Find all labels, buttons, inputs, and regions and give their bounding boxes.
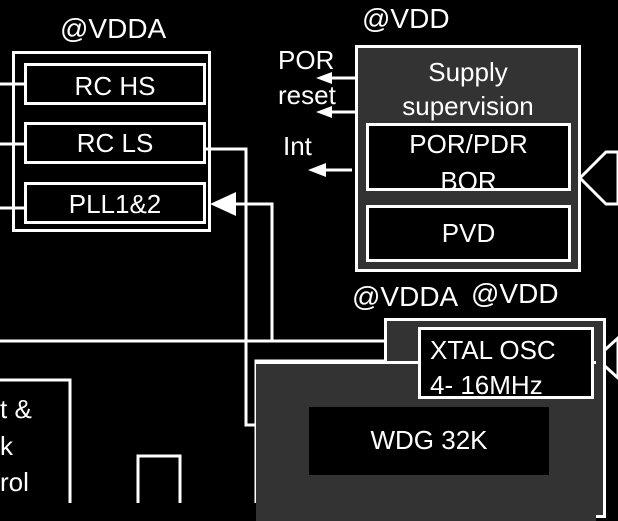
supply-input-arrow: [577, 150, 618, 206]
xtal-input-arrow: [593, 335, 618, 381]
rc-ls-label: RC LS: [76, 128, 154, 158]
left-box-outline: [0, 378, 72, 503]
rc-hs-box: RC HS: [24, 63, 206, 105]
vdda-mid-label: @VDDA: [352, 281, 459, 312]
pll-input-line: [234, 202, 274, 340]
por-arrowhead: [316, 72, 332, 84]
xtal-osc-box: XTAL OSC 4- 16MHz: [418, 327, 594, 399]
oscillator-group: [12, 51, 211, 232]
left-fragment-1: t &: [0, 394, 32, 424]
pvd-label: PVD: [441, 218, 496, 248]
reset-arrowhead: [316, 106, 332, 118]
small-box-outline: [136, 454, 182, 503]
wdg-box: WDG 32K: [309, 407, 549, 475]
xtal-label-line1: XTAL OSC: [430, 335, 556, 365]
xtal-label-line2: 4- 16MHz: [430, 370, 543, 400]
left-fragment-2: k: [0, 431, 13, 461]
rc-hs-label: RC HS: [74, 71, 156, 101]
left-fragment-3: rol: [0, 467, 29, 497]
vdda-top-label: @VDDA: [60, 13, 167, 44]
por-label: POR: [278, 45, 335, 75]
por-pdr-label: POR/PDR: [409, 129, 528, 159]
pll-box: PLL1&2: [24, 182, 206, 224]
int-label: Int: [283, 131, 312, 161]
por-pdr-bor-box: POR/PDR BOR: [366, 123, 571, 191]
pvd-box: PVD: [366, 205, 571, 262]
rc-ls-box: RC LS: [24, 122, 206, 164]
bor-label: BOR: [440, 166, 497, 191]
reset-label: reset: [278, 80, 336, 110]
supply-label-line2: supervision: [402, 91, 534, 121]
block-diagram: RC HS RC LS PLL1&2 @VDDA @VDD Supply sup…: [0, 3, 618, 521]
supply-label-line1: Supply: [428, 57, 508, 87]
vdd-mid-label: @VDD: [471, 278, 559, 309]
vdd-top-label: @VDD: [362, 3, 450, 34]
int-arrowhead: [308, 163, 326, 177]
pll-arrowhead: [210, 192, 236, 216]
wdg-label: WDG 32K: [370, 425, 488, 455]
pll-label: PLL1&2: [68, 189, 162, 219]
